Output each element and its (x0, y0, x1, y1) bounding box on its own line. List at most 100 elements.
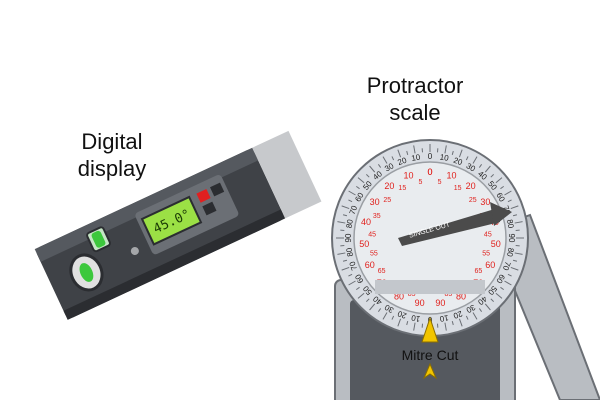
inner-scale-number: 65 (474, 268, 482, 275)
scale-tick (465, 156, 469, 161)
scale-tick (348, 199, 353, 203)
inner-scale-number: 0 (427, 167, 432, 177)
scale-tick (341, 205, 350, 210)
scale-tick (406, 150, 409, 156)
scale-tick (348, 273, 353, 277)
scale-tick (382, 156, 388, 164)
scale-tick (357, 292, 365, 299)
outer-scale-number: 20 (452, 309, 464, 321)
black-button (202, 201, 217, 216)
inner-scale-number: 5 (418, 179, 422, 186)
inner-scale-number: 15 (398, 185, 406, 192)
caption-line: scale (389, 100, 441, 125)
caption-line: Protractor (366, 73, 464, 98)
outer-scale-number: 80 (344, 246, 355, 257)
outer-scale-number: 10 (439, 153, 450, 164)
dial-base (375, 280, 485, 294)
inner-scale-number: 15 (454, 185, 462, 192)
bubble-round (79, 263, 94, 282)
outer-scale-number: 10 (411, 152, 422, 163)
outer-scale-number: 20 (452, 156, 464, 168)
inner-scale-number: 35 (373, 213, 381, 220)
scale-tick (397, 149, 402, 158)
outer-scale-number: 80 (505, 247, 516, 258)
scale-tick (495, 177, 503, 184)
scale-tick (507, 273, 512, 277)
inner-scale-number: 25 (383, 197, 391, 204)
inner-scale-number: 90 (415, 298, 425, 308)
inner-scale-number: 30 (370, 197, 380, 207)
scale-tick (478, 308, 483, 313)
scale-tick (337, 252, 346, 255)
scale-tick (342, 259, 348, 262)
inner-scale-number: 60 (485, 260, 495, 270)
inner-scale-number: 40 (361, 217, 371, 227)
inner-scale-number: 60 (365, 260, 375, 270)
scale-tick (451, 320, 454, 326)
outer-scale-number: 10 (410, 313, 421, 324)
inner-scale-number: 10 (404, 171, 414, 181)
scale-tick (444, 145, 447, 154)
inner-scale-number: 85 (408, 291, 416, 298)
scale-tick (369, 303, 376, 311)
caption-line: Digital (81, 129, 143, 154)
scale-tick (490, 298, 494, 302)
inner-scale-number: 90 (435, 298, 445, 308)
red-button (196, 188, 211, 203)
inner-scale-number: 30 (480, 197, 490, 207)
caption-line: display (77, 156, 147, 181)
outer-scale-number: 20 (396, 309, 408, 321)
scale-tick (500, 185, 505, 190)
outer-scale-number: 90 (507, 234, 516, 243)
scale-tick (507, 199, 512, 203)
scale-tick (348, 190, 356, 196)
scale-tick (391, 156, 395, 161)
inner-scale-number: 50 (491, 239, 501, 249)
scale-tick (504, 280, 512, 286)
outer-scale-number: 70 (348, 204, 360, 216)
inner-scale-number: 10 (446, 171, 456, 181)
scale-tick (341, 266, 350, 271)
mitre-label: Mitre Cut (402, 347, 459, 363)
scale-tick (369, 165, 376, 173)
protractor-scale-caption: Protractor scale (355, 72, 475, 126)
scale-tick (391, 315, 395, 320)
inner-scale-number: 20 (466, 181, 476, 191)
scale-tick (472, 312, 478, 320)
scale-tick (377, 308, 382, 313)
scale-tick (484, 165, 491, 173)
black-button-2 (209, 182, 225, 197)
inner-scale-number: 85 (445, 291, 453, 298)
scale-tick (472, 156, 478, 164)
level-end-cap (252, 130, 322, 219)
scale-tick (413, 322, 416, 331)
inner-scale-number: 25 (469, 197, 477, 204)
scale-tick (342, 214, 348, 217)
scale-tick (478, 163, 483, 168)
scale-tick (465, 315, 469, 320)
inner-scale-number: 20 (384, 181, 394, 191)
inner-scale-number: 65 (378, 268, 386, 275)
inner-scale-number: 80 (456, 291, 466, 301)
scale-tick (495, 292, 503, 299)
scale-tick (504, 190, 512, 196)
inner-scale-number: 55 (370, 251, 378, 258)
scale-tick (512, 214, 518, 217)
scale-tick (355, 185, 360, 190)
inner-scale-number: 45 (368, 231, 376, 238)
inner-scale-number: 5 (438, 179, 442, 186)
scale-tick (377, 163, 382, 168)
scale-tick (490, 174, 494, 178)
scale-tick (444, 322, 447, 331)
digital-display-caption: Digital display (62, 128, 162, 182)
scale-tick (397, 318, 402, 327)
scale-tick (357, 177, 365, 184)
outer-scale-number: 80 (345, 218, 356, 229)
scale-tick (484, 303, 491, 311)
outer-scale-number: 70 (347, 260, 359, 272)
scale-tick (451, 150, 454, 156)
inner-scale-number: 50 (359, 239, 369, 249)
